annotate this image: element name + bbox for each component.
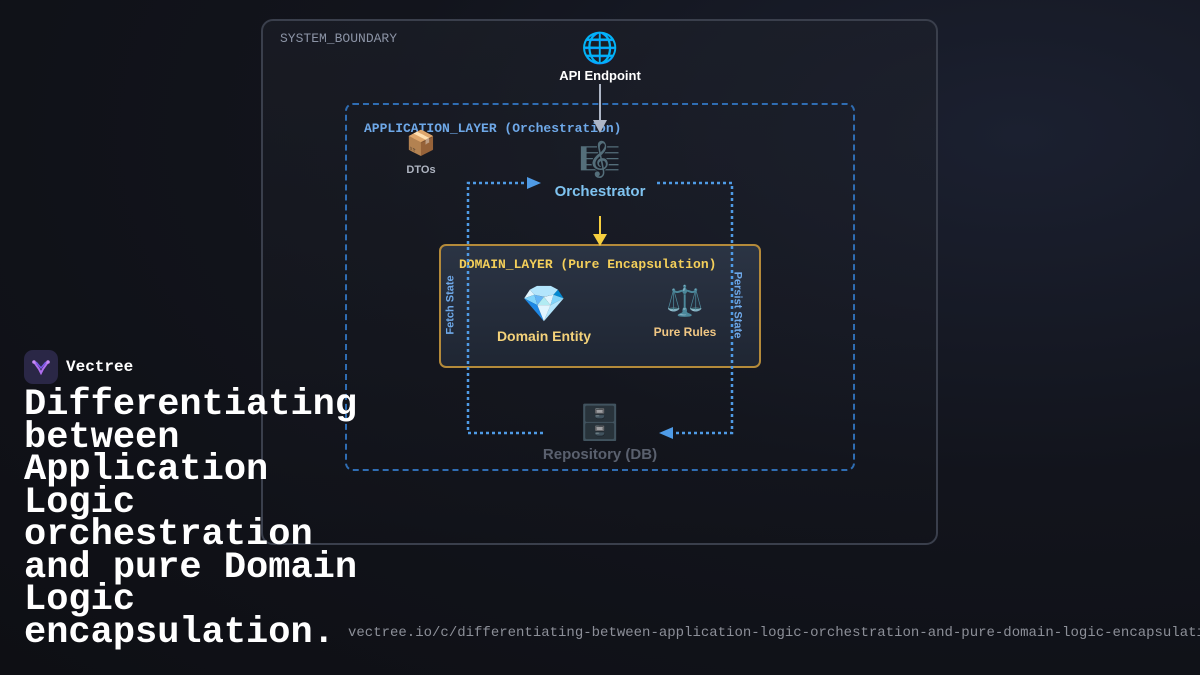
orchestrator-node: 🎼 Orchestrator	[540, 143, 660, 200]
file-cabinet-icon: 🗄️	[578, 404, 622, 442]
domain-entity-label: Domain Entity	[496, 328, 592, 344]
persist-state-path	[657, 181, 734, 435]
domain-entity-node: 💎 Domain Entity	[480, 283, 608, 345]
api-endpoint-label: API Endpoint	[559, 68, 641, 83]
repository-node: 🗄️ Repository (DB)	[530, 406, 670, 463]
musical-score-icon: 🎼	[578, 141, 622, 179]
domain-layer-label: DOMAIN_LAYER (Pure Encapsulation)	[459, 257, 717, 272]
package-icon: 📦	[406, 130, 436, 157]
vectree-logo-icon	[24, 350, 58, 384]
brand-name: Vectree	[66, 358, 134, 376]
gem-icon: 💎	[521, 283, 567, 324]
orchestrator-label: Orchestrator	[554, 183, 646, 200]
scales-icon: ⚖️	[666, 285, 704, 318]
brand: Vectree	[24, 350, 133, 384]
dtos-node: 📦 DTOs	[396, 130, 446, 177]
fetch-state-arrowhead	[527, 177, 541, 189]
fetch-state-path	[466, 181, 543, 435]
pure-rules-label: Pure Rules	[653, 325, 717, 339]
system-boundary-label: SYSTEM_BOUNDARY	[280, 31, 398, 46]
api-arrowhead	[593, 120, 607, 133]
repository-label: Repository (DB)	[542, 446, 658, 463]
fetch-state-label: Fetch State	[444, 275, 457, 335]
domain-layer	[439, 244, 761, 368]
pure-rules-node: ⚖️ Pure Rules	[644, 285, 726, 340]
dtos-label: DTOs	[406, 164, 436, 176]
persist-state-arrowhead	[659, 427, 673, 439]
orchestrator-to-domain-arrowhead	[593, 234, 607, 246]
persist-state-label: Persist State	[731, 271, 744, 339]
source-url[interactable]: vectree.io/c/differentiating-between-app…	[348, 625, 1200, 641]
api-endpoint-node: 🌐 API Endpoint	[540, 32, 660, 84]
page-title: Differentiating between Application Logi…	[24, 384, 358, 654]
application-layer-label: APPLICATION_LAYER (Orchestration)	[364, 121, 622, 136]
globe-icon: 🌐	[581, 32, 619, 65]
